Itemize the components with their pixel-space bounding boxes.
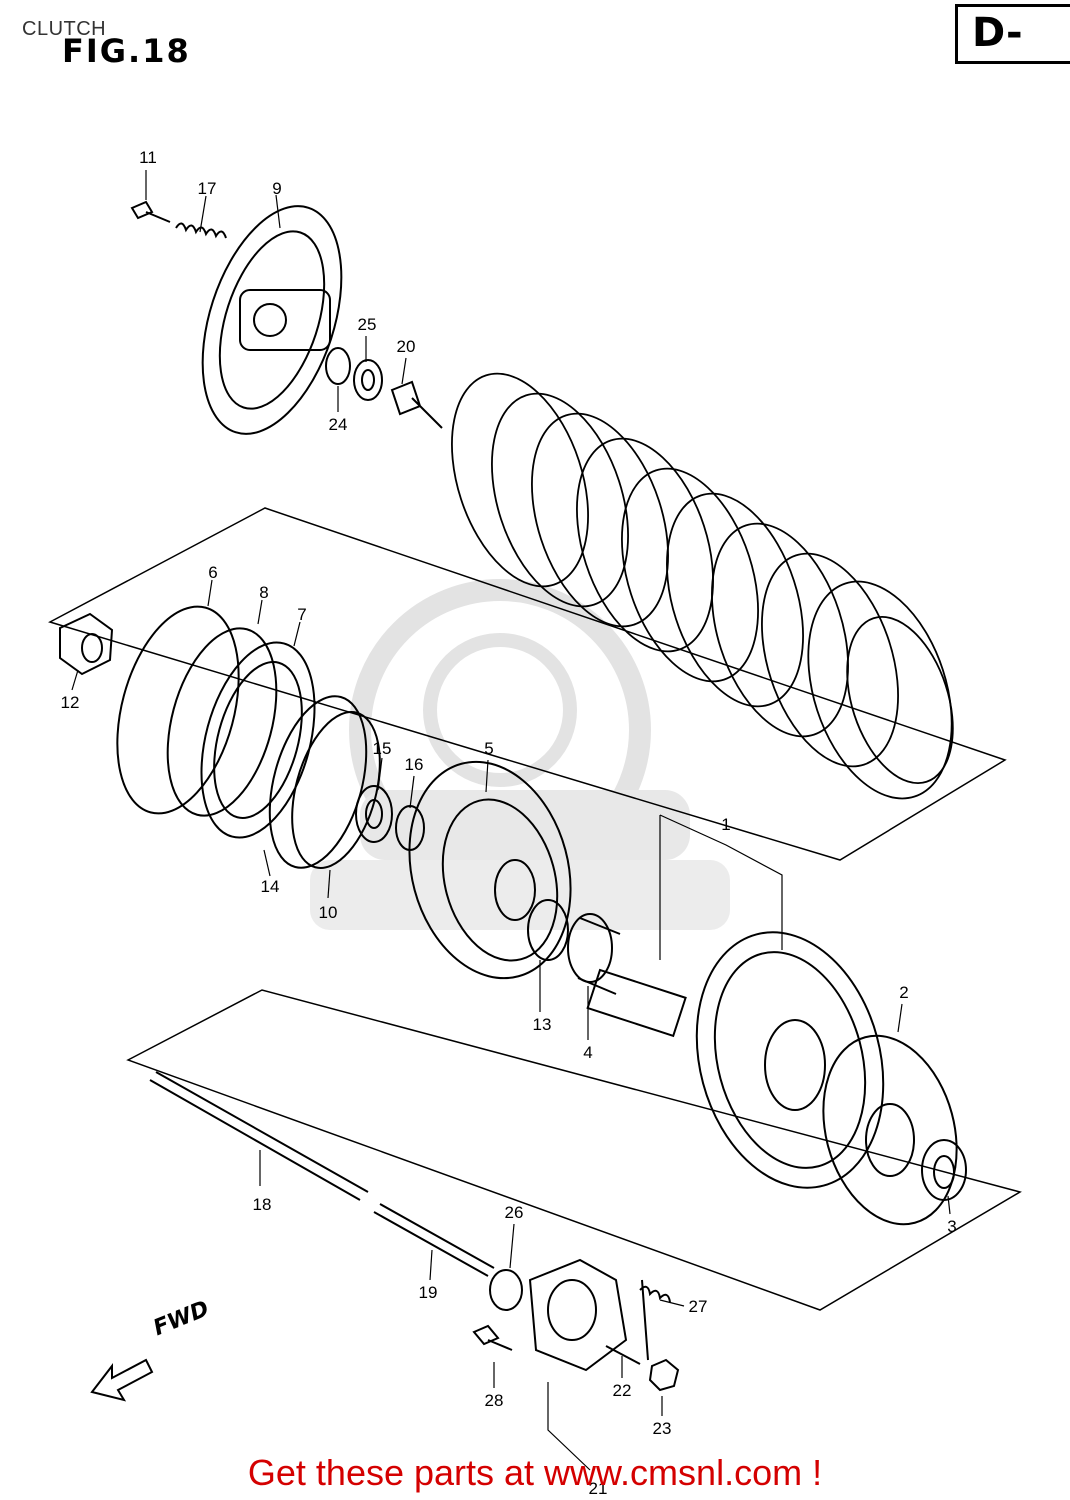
callout-14: 14 bbox=[261, 877, 280, 896]
lower-assembly-frame bbox=[126, 989, 1022, 1311]
section-code: D- bbox=[972, 10, 1023, 56]
judder-plate-7 bbox=[200, 641, 316, 839]
primary-driven-gear-assembly bbox=[586, 931, 885, 1189]
push-piece bbox=[390, 380, 443, 429]
spring-washer-seat bbox=[268, 695, 368, 869]
callout-9: 9 bbox=[272, 179, 281, 198]
clutch-sleeve-hub bbox=[408, 760, 572, 980]
clutch-push-rod bbox=[149, 1071, 369, 1201]
page-header-title: CLUTCH bbox=[22, 18, 107, 40]
callout-28: 28 bbox=[485, 1391, 504, 1410]
thrust-washer bbox=[325, 347, 351, 385]
callout-17: 17 bbox=[198, 179, 217, 198]
callout-12: 12 bbox=[61, 693, 80, 712]
gear-spacer bbox=[921, 1139, 967, 1201]
callout-4: 4 bbox=[583, 1043, 592, 1062]
clutch-plate-stack bbox=[451, 372, 954, 800]
lock-nut bbox=[648, 1358, 680, 1392]
pressure-plate bbox=[201, 205, 343, 435]
callout-7: 7 bbox=[297, 605, 306, 624]
callout-25: 25 bbox=[358, 315, 377, 334]
drive-plate-8 bbox=[166, 627, 278, 817]
callout-11: 11 bbox=[139, 148, 157, 167]
callout-23: 23 bbox=[653, 1419, 672, 1438]
needle-bearing bbox=[567, 913, 621, 995]
section-code-box bbox=[955, 4, 1070, 64]
oil-seal bbox=[489, 1269, 523, 1311]
callout-10: 10 bbox=[319, 903, 338, 922]
callout-1: 1 bbox=[721, 815, 730, 834]
thrust-washer-13 bbox=[527, 899, 569, 961]
clutch-spring bbox=[175, 222, 227, 239]
clutch-push-rod-short bbox=[373, 1203, 495, 1277]
callout-24: 24 bbox=[329, 415, 348, 434]
callout-2: 2 bbox=[899, 983, 908, 1002]
clutch-release-cam bbox=[528, 1258, 628, 1372]
return-spring bbox=[639, 1279, 671, 1361]
callout-13: 13 bbox=[533, 1015, 552, 1034]
callout-21: 21 bbox=[589, 1479, 608, 1498]
forward-arrow-icon bbox=[90, 1358, 154, 1402]
callout-3: 3 bbox=[947, 1217, 956, 1236]
callout-27: 27 bbox=[689, 1297, 708, 1316]
clutch-nut bbox=[59, 612, 114, 676]
callout-5: 5 bbox=[484, 739, 493, 758]
upper-assembly-frame bbox=[48, 507, 1007, 861]
clutch-bolt bbox=[130, 200, 171, 223]
callout-6: 6 bbox=[208, 563, 217, 582]
adjusting-screw bbox=[605, 1345, 641, 1365]
spring-washer bbox=[291, 711, 381, 869]
pressure-bearing bbox=[353, 359, 383, 401]
callout-26: 26 bbox=[505, 1203, 524, 1222]
oil-pump-drive-gear bbox=[822, 1034, 958, 1226]
callout-16: 16 bbox=[405, 755, 424, 774]
release-bolt bbox=[472, 1324, 513, 1351]
callout-18: 18 bbox=[253, 1195, 272, 1214]
figure-label: FIG.18 bbox=[62, 32, 191, 70]
callout-19: 19 bbox=[419, 1283, 438, 1302]
sleeve-hub-washer bbox=[355, 785, 393, 843]
footer-parts-link[interactable]: Get these parts at www.cmsnl.com ! bbox=[247, 1452, 823, 1493]
friction-plate-6 bbox=[116, 605, 240, 815]
callout-8: 8 bbox=[259, 583, 268, 602]
callout-15: 15 bbox=[373, 739, 392, 758]
callout-22: 22 bbox=[613, 1381, 632, 1400]
callout-20: 20 bbox=[397, 337, 416, 356]
